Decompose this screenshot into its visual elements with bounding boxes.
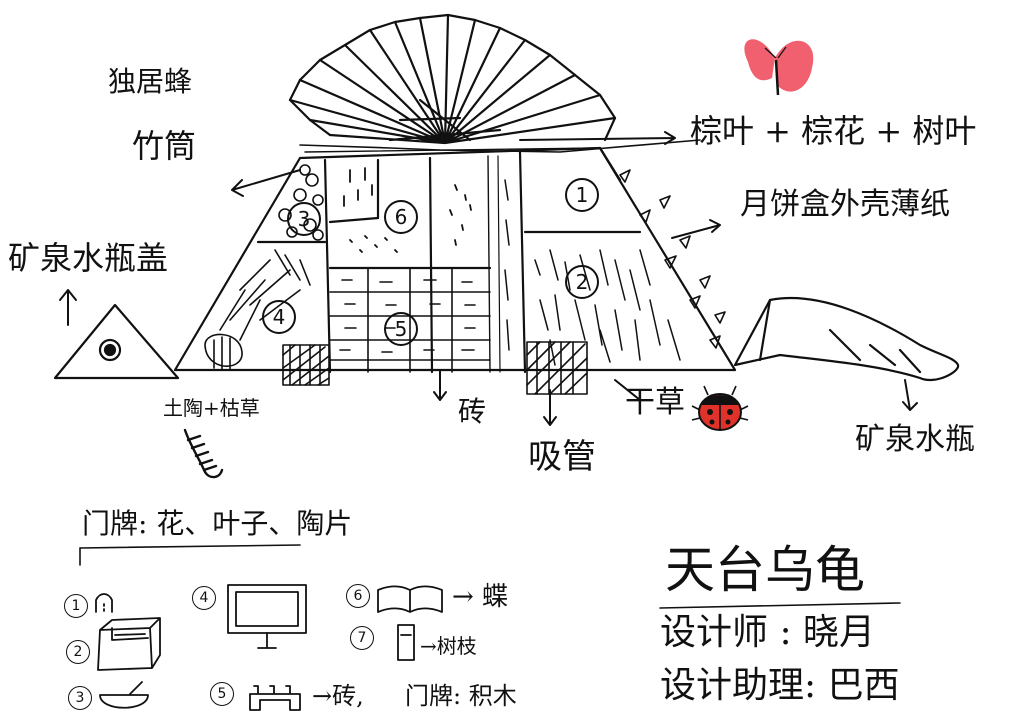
legend-number-1: 1 [64, 594, 88, 618]
legend-extra: 门牌: 积木 [405, 682, 517, 710]
bottle-cap-triangle [53, 303, 180, 380]
label-water-bottle: 矿泉水瓶 [855, 422, 975, 457]
butterfly-icon [744, 39, 814, 96]
legend-number-7: 7 [350, 626, 374, 650]
legend-number-2: 2 [66, 640, 90, 664]
label-brick: 砖 [458, 395, 487, 428]
label-bottle-cap: 矿泉水瓶盖 [8, 239, 169, 277]
section-6-texture [343, 167, 472, 253]
legend-lines [79, 544, 901, 609]
label-clay-grass: 土陶+枯草 [163, 396, 260, 420]
legend-icons [95, 584, 443, 711]
section-number-3: 3 [287, 202, 321, 236]
annotation-arrows [59, 131, 918, 426]
water-bottle-drawing [733, 296, 960, 382]
legend-number-6: 6 [346, 584, 370, 608]
label-solitary-bee: 独居蜂 [108, 65, 193, 98]
project-title: 天台乌龟 [665, 541, 865, 599]
label-bamboo-tube: 竹筒 [132, 127, 197, 165]
section-number-5: 5 [384, 312, 418, 346]
legend-heading: 门牌: 花、叶子、陶片 [82, 507, 353, 540]
label-hay: 干草 [625, 385, 685, 420]
worm-drawing [183, 428, 224, 479]
legend-number-5: 5 [210, 682, 234, 706]
legend-text-7: →树枝 [420, 634, 477, 658]
legend-text-6: → 蝶 [452, 582, 509, 612]
label-mooncake-box: 月饼盒外壳薄纸 [740, 187, 950, 222]
section-5-bricks [329, 267, 491, 373]
assistant-line: 设计助理: 巴西 [660, 665, 900, 706]
section-number-2: 2 [565, 265, 599, 299]
hatched-block-left [282, 344, 330, 386]
legend-text-5: →砖, [312, 682, 364, 710]
legend-number-4: 4 [192, 586, 216, 610]
section-1-texture [619, 169, 726, 349]
section-4-texture [204, 249, 311, 371]
legend-number-3: 3 [68, 686, 92, 710]
label-palm-leaves: 棕叶 + 棕花 + 树叶 [690, 112, 977, 150]
ladybug-icon [691, 385, 749, 431]
leaf-fan-roof [288, 13, 701, 153]
designer-line: 设计师 : 晓月 [660, 612, 876, 653]
section-number-1: 1 [565, 178, 599, 212]
label-straw: 吸管 [528, 437, 596, 477]
hatched-block-right [526, 341, 588, 395]
section-number-4: 4 [262, 300, 296, 334]
section-number-6: 6 [384, 200, 418, 234]
